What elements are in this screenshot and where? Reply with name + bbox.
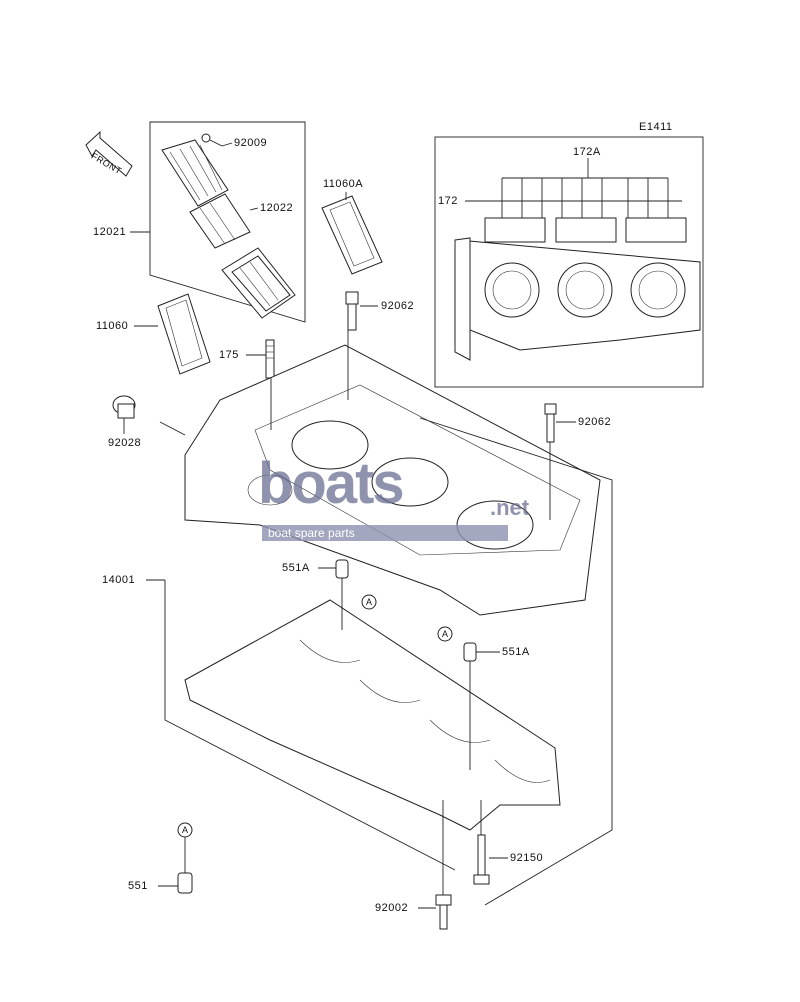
screw-icon — [201, 133, 223, 147]
part-label-172a[interactable]: 172A — [573, 146, 601, 158]
reed-block-icon — [221, 247, 296, 319]
reed-petal-icon — [161, 139, 229, 207]
bolt-92062-top-icon — [345, 291, 359, 331]
part-label-92009[interactable]: 92009 — [234, 137, 268, 149]
watermark-logo: boats — [258, 451, 405, 516]
stud-175-icon — [265, 339, 275, 379]
inset-crankcase-icon — [454, 217, 701, 361]
bolt-92002-icon — [435, 894, 452, 930]
diagram-code: E1411 — [639, 121, 673, 133]
dowel-551A-lower-icon — [463, 642, 477, 662]
lower-crankcase-icon — [184, 599, 561, 831]
part-label-551a-upper[interactable]: 551A — [282, 562, 310, 574]
reed-stopper-icon — [189, 193, 251, 249]
part-label-92002[interactable]: 92002 — [375, 902, 409, 914]
part-label-14001[interactable]: 14001 — [102, 574, 136, 586]
callout-a-2 — [437, 626, 453, 642]
dowel-551A-upper-icon — [335, 559, 349, 579]
part-label-12022[interactable]: 12022 — [260, 202, 294, 214]
watermark-tagline: boat spare parts — [262, 525, 508, 541]
bolt-92062-right-icon — [544, 403, 557, 443]
assembly-bracket-right — [419, 417, 613, 906]
plug-92028-icon — [112, 395, 136, 419]
watermark-suffix: .net — [490, 495, 530, 520]
dowel-551-icon — [177, 872, 193, 894]
part-label-92150[interactable]: 92150 — [510, 852, 544, 864]
part-label-551a-lower[interactable]: 551A — [502, 646, 530, 658]
part-label-175[interactable]: 175 — [219, 349, 239, 361]
part-label-551[interactable]: 551 — [128, 880, 148, 892]
bolt-92150-icon — [473, 834, 490, 885]
callout-a-2-letter: A — [442, 629, 449, 639]
reed-valve-group-frame — [149, 121, 306, 323]
assembly-bracket-left — [164, 580, 456, 871]
part-label-11060a[interactable]: 11060A — [323, 178, 364, 190]
callout-a-3-letter: A — [182, 825, 189, 835]
part-label-92028[interactable]: 92028 — [108, 437, 142, 449]
part-label-172[interactable]: 172 — [438, 195, 458, 207]
gasket-11060A-icon — [321, 195, 383, 275]
inset-frame — [434, 136, 704, 388]
callout-a-1 — [361, 594, 377, 610]
front-arrow-icon — [85, 130, 133, 177]
part-label-92062-right[interactable]: 92062 — [578, 416, 612, 428]
leader-lines — [123, 142, 576, 909]
callout-a-1-letter: A — [366, 597, 373, 607]
part-label-11060[interactable]: 11060 — [96, 320, 129, 332]
part-label-92062-top[interactable]: 92062 — [381, 300, 415, 312]
part-label-12021[interactable]: 12021 — [93, 226, 127, 238]
gasket-11060-icon — [157, 293, 211, 375]
